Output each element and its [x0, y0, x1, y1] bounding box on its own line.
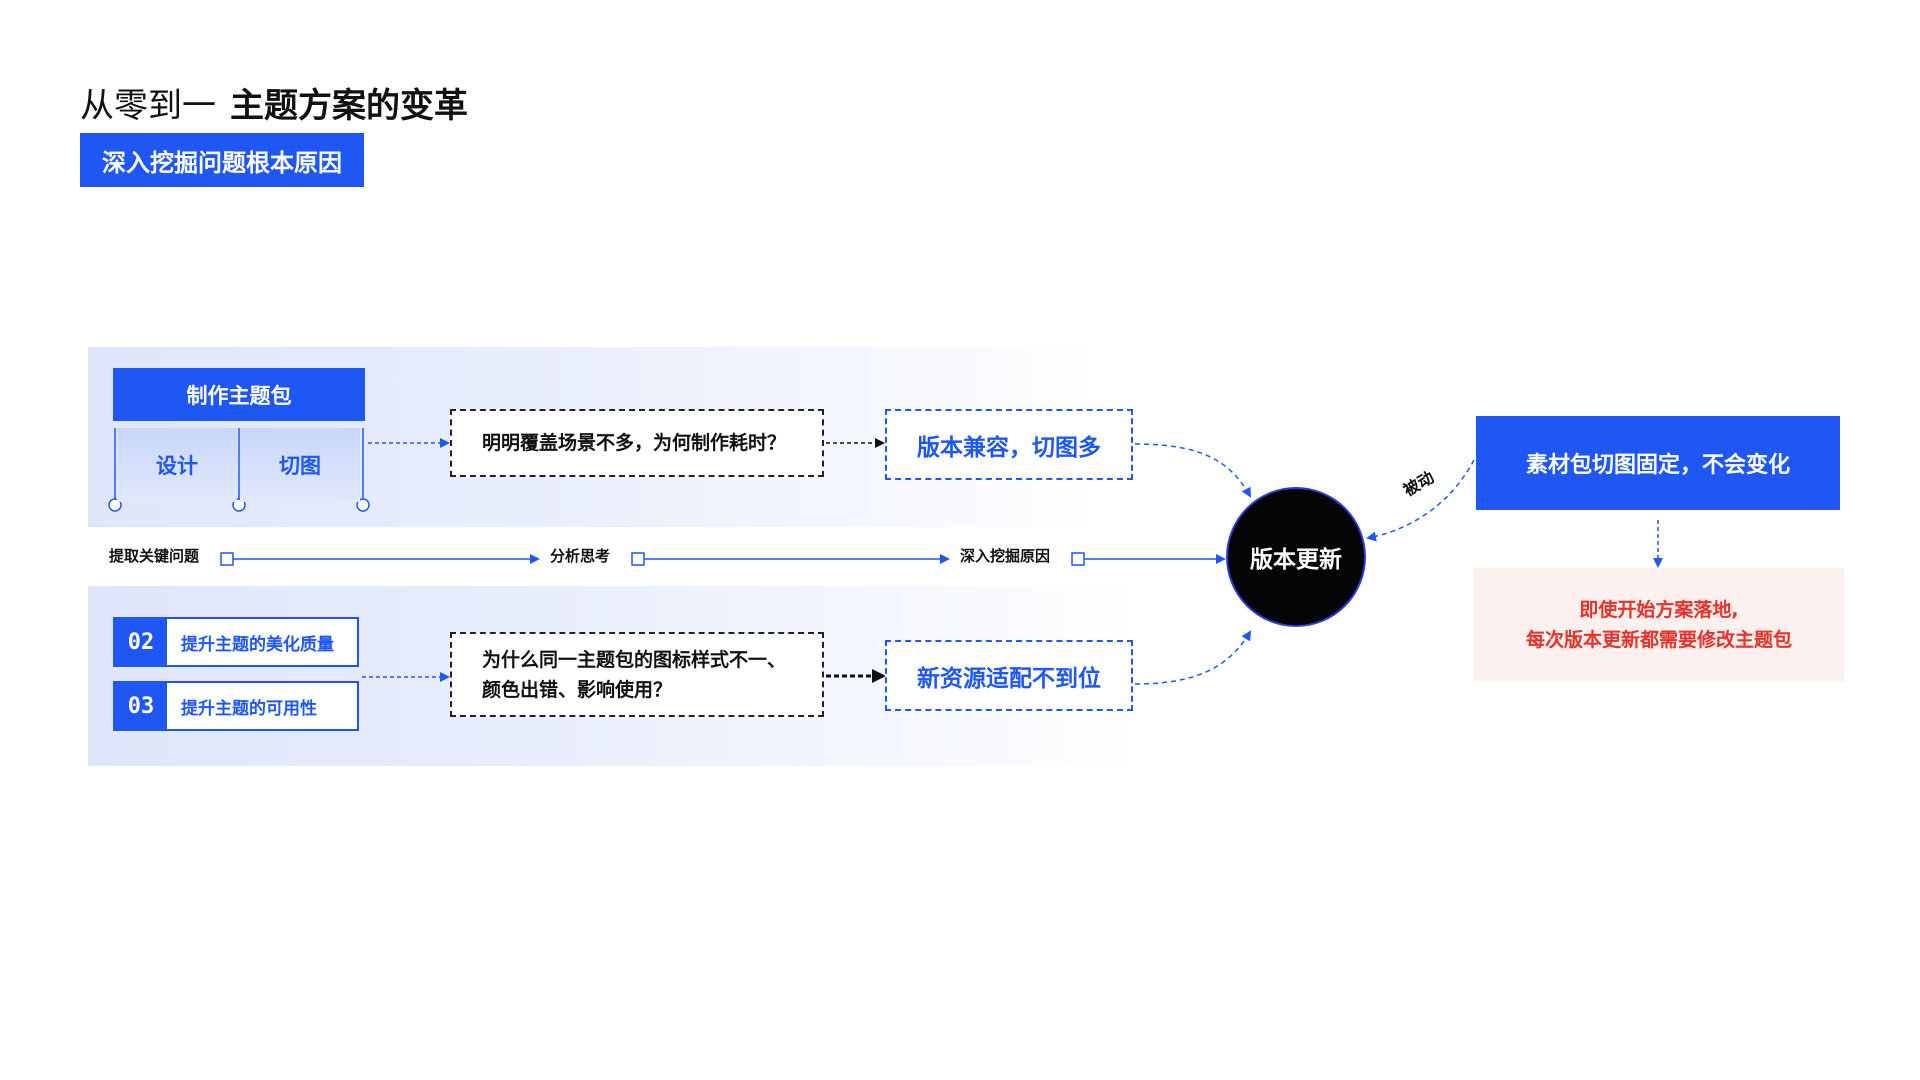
goal-item: 03 提升主题的可用性 — [113, 681, 359, 731]
consequence-box: 即使开始方案落地, 每次版本更新都需要修改主题包 — [1474, 568, 1844, 681]
question-box-1: 明明覆盖场景不多，为何制作耗时？ — [450, 409, 824, 477]
curve-r2-to-center — [1134, 630, 1252, 685]
goal-label: 提升主题的美化质量 — [181, 634, 334, 655]
fixed-assets-box: 素材包切图固定，不会变化 — [1476, 416, 1840, 510]
title-main: 主题方案的变革 — [230, 86, 468, 126]
consequence-line-2: 每次版本更新都需要修改主题包 — [1525, 628, 1792, 651]
title-prefix: 从零到一 — [80, 86, 216, 126]
timeline-step-3: 深入挖掘原因 — [960, 547, 1051, 565]
question-box-2: 为什么同一主题包的图标样式不一、颜色出错、影响使用？ — [450, 632, 824, 717]
center-node: 版本更新 — [1228, 489, 1364, 625]
section-tag: 深入挖掘问题根本原因 — [80, 133, 364, 187]
goal-number: 02 — [115, 619, 167, 665]
timeline — [220, 552, 1226, 566]
curve-fixed-to-center — [1366, 459, 1475, 542]
page-title: 从零到一主题方案的变革 — [80, 78, 468, 127]
result-box-1: 版本兼容，切图多 — [885, 409, 1133, 480]
timeline-step-1: 提取关键问题 — [109, 547, 200, 565]
timeline-step-2: 分析思考 — [550, 547, 611, 565]
production-sub-design: 设计 — [117, 428, 237, 502]
goal-number: 03 — [115, 683, 167, 729]
consequence-line-1: 即使开始方案落地, — [1579, 598, 1739, 621]
curve-r1-to-center — [1134, 443, 1251, 498]
goal-label: 提升主题的可用性 — [181, 698, 317, 719]
goal-item: 02 提升主题的美化质量 — [113, 617, 359, 667]
result-box-2: 新资源适配不到位 — [885, 640, 1133, 711]
production-bracket — [108, 428, 370, 512]
production-title: 制作主题包 — [113, 368, 365, 421]
production-sub-slicing: 切图 — [240, 428, 360, 502]
